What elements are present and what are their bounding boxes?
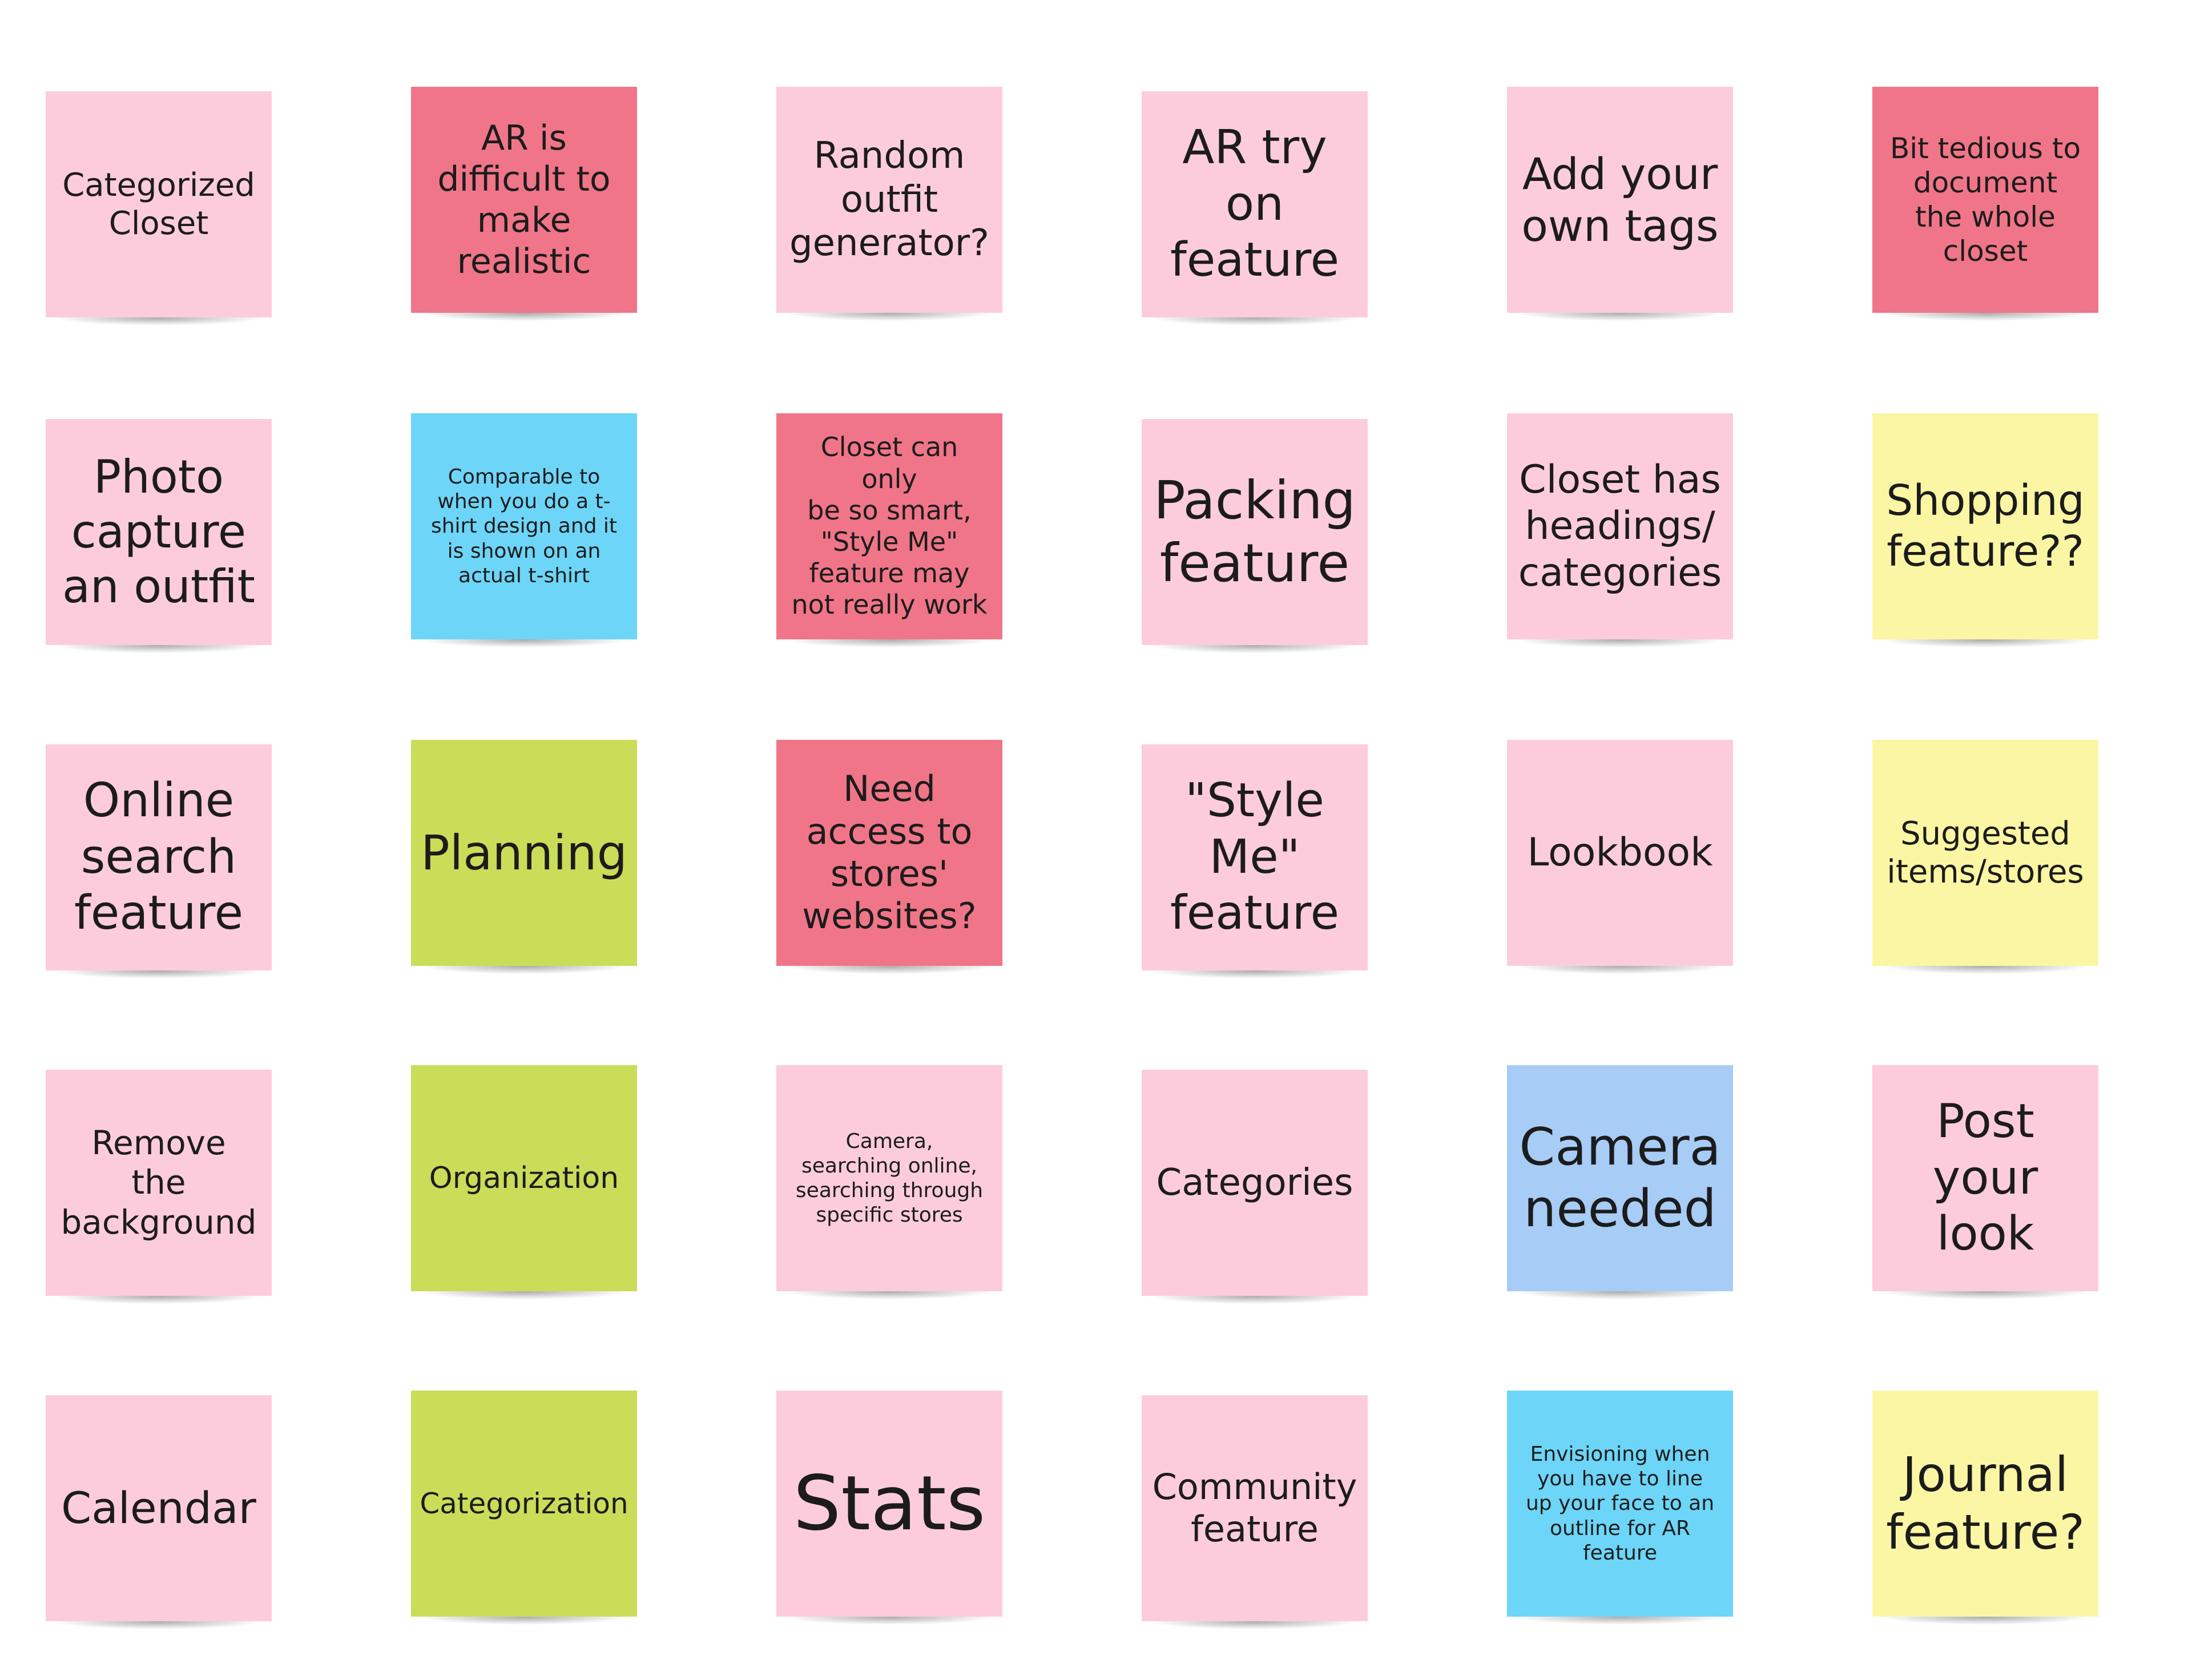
sticky-note-text: AR try on feature xyxy=(1170,120,1340,288)
sticky-note-text: Closet can only be so smart, "Style Me" … xyxy=(791,432,988,621)
sticky-note-text: Lookbook xyxy=(1527,830,1713,876)
sticky-note[interactable]: Packing feature xyxy=(1142,419,1368,653)
sticky-note[interactable]: Photo capture an outfit xyxy=(46,419,272,653)
sticky-note-text: Stats xyxy=(793,1459,986,1548)
sticky-note[interactable]: Organization xyxy=(411,1065,637,1299)
sticky-note-text: Comparable to when you do a t- shirt des… xyxy=(430,465,618,587)
sticky-note[interactable]: Random outfit generator? xyxy=(776,87,1002,321)
sticky-note[interactable]: Categories xyxy=(1142,1070,1368,1304)
sticky-note-text: Envisioning when you have to line up you… xyxy=(1525,1443,1715,1565)
sticky-note[interactable]: Need access to stores' websites? xyxy=(776,740,1002,974)
sticky-note-text: Organization xyxy=(429,1161,619,1195)
sticky-note-text: Remove the background xyxy=(61,1123,257,1242)
sticky-note-text: Closet has headings/ categories xyxy=(1518,457,1722,595)
sticky-note-text: Journal feature? xyxy=(1886,1447,2085,1560)
sticky-note-text: Shopping feature?? xyxy=(1886,476,2085,576)
sticky-note[interactable]: Comparable to when you do a t- shirt des… xyxy=(411,413,637,647)
sticky-note[interactable]: Closet has headings/ categories xyxy=(1507,413,1733,647)
sticky-note-text: Packing feature xyxy=(1154,469,1356,594)
sticky-note[interactable]: Categorized Closet xyxy=(46,91,272,325)
sticky-note[interactable]: Shopping feature?? xyxy=(1872,413,2098,647)
sticky-note-text: Camera needed xyxy=(1519,1117,1721,1239)
sticky-note-text: Suggested items/stores xyxy=(1887,815,2084,891)
sticky-note[interactable]: Bit tedious to document the whole closet xyxy=(1872,87,2098,321)
sticky-note[interactable]: Post your look xyxy=(1872,1065,2098,1299)
sticky-note[interactable]: AR is difficult to make realistic xyxy=(411,87,637,321)
sticky-note[interactable]: Suggested items/stores xyxy=(1872,740,2098,974)
sticky-note-text: Categorized Closet xyxy=(62,166,255,242)
sticky-note-text: Random outfit generator? xyxy=(789,134,989,265)
sticky-note[interactable]: Lookbook xyxy=(1507,740,1733,974)
sticky-note-text: Community feature xyxy=(1152,1465,1357,1550)
sticky-note-text: Calendar xyxy=(61,1482,256,1534)
sticky-note[interactable]: Envisioning when you have to line up you… xyxy=(1507,1391,1733,1625)
sticky-note[interactable]: AR try on feature xyxy=(1142,91,1368,325)
sticky-note[interactable]: Journal feature? xyxy=(1872,1391,2098,1625)
sticky-note-text: "Style Me" feature xyxy=(1170,773,1340,941)
sticky-note-text: Planning xyxy=(421,824,627,881)
sticky-note-text: Camera, searching online, searching thro… xyxy=(795,1129,984,1227)
sticky-note[interactable]: Online search feature xyxy=(46,744,272,978)
sticky-note[interactable]: Remove the background xyxy=(46,1070,272,1304)
sticky-note[interactable]: "Style Me" feature xyxy=(1142,744,1368,978)
sticky-note-text: Need access to stores' websites? xyxy=(802,768,977,937)
sticky-note-text: Bit tedious to document the whole closet xyxy=(1889,132,2081,268)
sticky-note[interactable]: Planning xyxy=(411,740,637,974)
sticky-note[interactable]: Closet can only be so smart, "Style Me" … xyxy=(776,413,1002,647)
sticky-note[interactable]: Add your own tags xyxy=(1507,87,1733,321)
sticky-note-text: Categories xyxy=(1156,1161,1353,1204)
sticky-note[interactable]: Calendar xyxy=(46,1395,272,1629)
sticky-note-text: Online search feature xyxy=(74,773,244,941)
sticky-note[interactable]: Camera, searching online, searching thro… xyxy=(776,1065,1002,1299)
sticky-note[interactable]: Community feature xyxy=(1142,1395,1368,1629)
sticky-note[interactable]: Categorization xyxy=(411,1391,637,1625)
sticky-note-text: Photo capture an outfit xyxy=(62,450,255,613)
sticky-note[interactable]: Stats xyxy=(776,1391,1002,1625)
sticky-note-text: Categorization xyxy=(420,1487,628,1520)
sticky-note-text: Add your own tags xyxy=(1521,148,1719,251)
sticky-note-text: Post your look xyxy=(1932,1094,2038,1262)
sticky-note-text: AR is difficult to make realistic xyxy=(437,118,611,281)
sticky-note[interactable]: Camera needed xyxy=(1507,1065,1733,1299)
